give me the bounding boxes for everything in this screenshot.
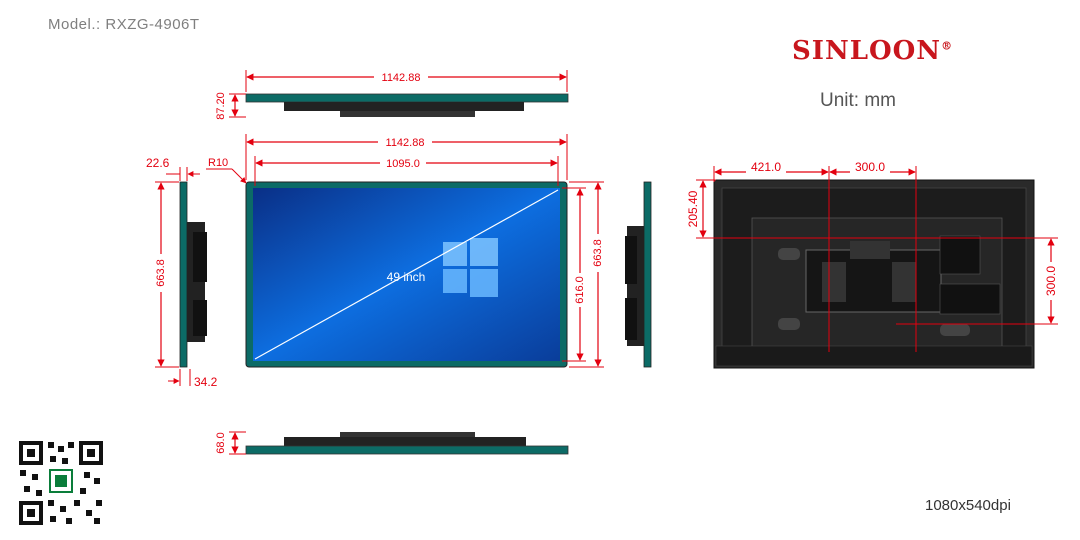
front-width-label: 1142.88 <box>386 137 425 149</box>
screen-size-label: 49 inch <box>387 270 426 284</box>
active-width-label: 1095.0 <box>386 158 420 170</box>
right-side-view <box>625 181 652 368</box>
qr-code <box>18 440 104 526</box>
bezel-side-dimension: 22.6 <box>146 156 200 181</box>
top-view <box>245 93 569 117</box>
rear-left-offset-label: 421.0 <box>751 160 781 174</box>
rear-view <box>713 179 1035 369</box>
resolution-note: 1080x540dpi <box>925 497 1011 514</box>
bottom-thickness-dimension: 68.0 <box>215 431 246 455</box>
corner-radius-label: R10 <box>208 157 228 169</box>
brand-logo: SINLOON® <box>792 36 953 66</box>
top-thickness-label: 87.20 <box>215 92 227 120</box>
rear-vesa-horizontal-label: 300.0 <box>855 160 885 174</box>
top-width-dimension: 1142.88 <box>245 70 568 92</box>
rear-horizontal-dimensions: 421.0 300.0 <box>713 160 917 352</box>
bottom-view <box>245 432 569 455</box>
front-height-label: 663.8 <box>592 239 604 267</box>
front-width-dimension: 1142.88 <box>245 134 568 180</box>
left-side-view <box>179 181 207 368</box>
active-height-dimension: 616.0 <box>562 187 586 362</box>
side-depth-dimension: 34.2 <box>168 369 218 389</box>
brand-registered-mark: ® <box>941 39 954 53</box>
unit-label: Unit: mm <box>820 90 896 111</box>
side-height-dimension: 663.8 <box>154 181 179 368</box>
top-width-label: 1142.88 <box>382 72 421 84</box>
front-height-dimension: 663.8 <box>569 181 604 368</box>
model-number: Model.: RXZG-4906T <box>48 16 200 33</box>
active-width-dimension: 1095.0 <box>254 156 559 186</box>
bottom-thickness-label: 68.0 <box>215 432 227 453</box>
rear-top-offset-label: 205.40 <box>686 190 700 227</box>
windows-logo-icon <box>443 238 498 297</box>
front-view: 49 inch <box>245 181 568 368</box>
brand-name: SINLOON <box>792 36 942 66</box>
active-height-label: 616.0 <box>574 276 586 304</box>
side-height-label: 663.8 <box>155 259 167 287</box>
top-thickness-dimension: 87.20 <box>215 92 246 120</box>
side-depth-label: 34.2 <box>194 375 218 389</box>
bezel-side-label: 22.6 <box>146 156 170 170</box>
corner-radius-callout: R10 <box>206 157 247 184</box>
rear-vesa-vertical-label: 300.0 <box>1044 266 1058 296</box>
rear-vertical-dimensions: 205.40 300.0 <box>686 179 1058 325</box>
